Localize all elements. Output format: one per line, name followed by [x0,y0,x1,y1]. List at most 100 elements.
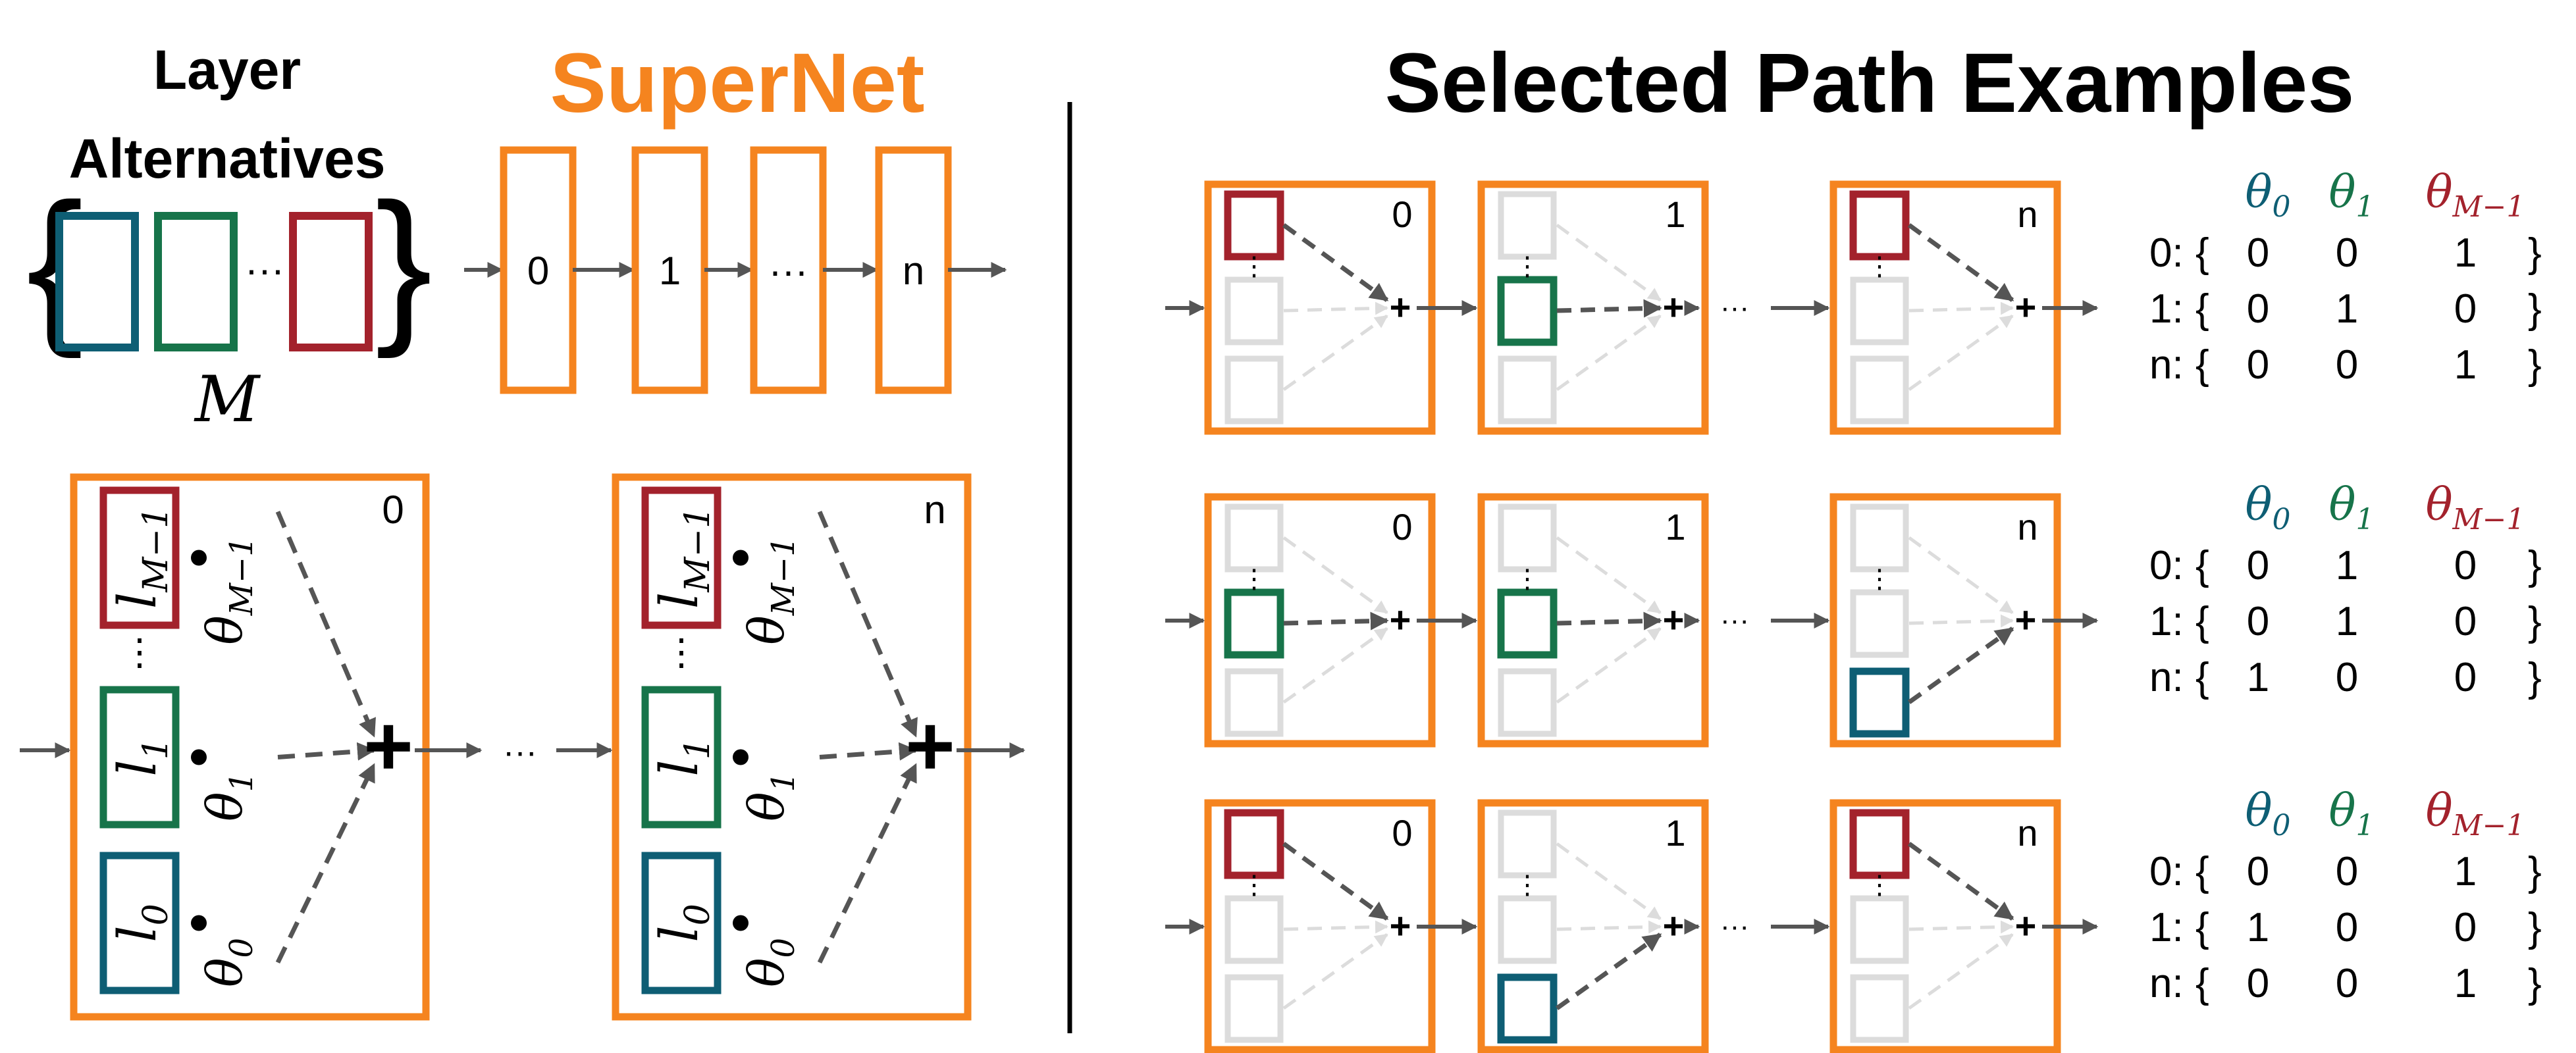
theta-value: 0 [2454,905,2477,950]
faded-path-arrow [1556,314,1662,392]
faded-path-arrow [1908,933,2014,1010]
layer-output-dot [191,550,207,566]
theta-value: 0 [2454,599,2477,644]
layer-label: l1 [648,738,718,777]
layer-alternatives-title-line1: Layer [153,39,301,101]
layer-box [641,852,722,994]
theta-value: 0 [2247,230,2269,276]
layer-box [641,486,722,629]
example-vdots: ⋮ [1514,565,1540,594]
faded-path-arrow [1282,933,1388,1010]
layer-label: l0 [648,904,718,942]
theta-value: 1 [2454,230,2477,276]
detail-block-index: 0 [382,488,404,532]
theta-label: θ0 [739,938,802,987]
example-plus: + [2015,905,2037,946]
theta-value: 1 [2336,599,2358,644]
example-block-label: 0 [1392,506,1412,548]
example-block-label: n [2017,193,2037,235]
faded-layer-box [1850,895,1909,964]
theta-header: θ1 [2329,479,2375,536]
path-row-label: 1: [2149,905,2184,950]
theta-header: θM−1 [2426,785,2525,842]
faded-layer-box [1850,276,1909,346]
example-plus: + [1663,286,1685,328]
alt-layer-teal [55,212,139,351]
example-block-label: n [2017,812,2037,854]
faded-path-arrow [1282,536,1388,615]
dashed-path-arrow [275,763,377,964]
faded-layer-box [1224,974,1284,1043]
faded-layer-box [1850,503,1909,573]
path-row-label: 0: [2149,543,2184,588]
theta-value: 1 [2454,849,2477,894]
faded-path-arrow [1556,842,1662,921]
supernet-block-label: 1 [659,249,681,293]
path-row-label: n: [2149,655,2184,700]
dashed-path-arrow [817,763,918,964]
path-row-brace-close: } [2528,230,2542,276]
faded-layer-box [1498,895,1557,964]
path-row-brace-open: { [2195,342,2209,388]
theta-value: 1 [2336,286,2358,332]
selected-layer-box [1497,276,1558,346]
theta-value: 1 [2247,655,2269,700]
example-block: n⋮+ [1829,799,2099,1053]
layer-label: l1 [107,738,176,777]
supernet-detail-blocks: 0lM−1θM−1l1θ1l0θ0⋮+nlM−1θM−1l1θ1l0θ0⋮+··… [20,473,1026,1021]
example-ellipsis: ··· [1720,292,1749,324]
path-row-brace-open: { [2195,905,2209,950]
example-block-frame [1477,493,1709,748]
selected-layer-box [1224,809,1284,879]
faded-layer-box [1498,191,1557,260]
example-block-label: 0 [1392,193,1412,235]
supernet-block-label: ··· [769,249,808,293]
example-ellipsis: ··· [1720,910,1749,942]
example-block-label: 0 [1392,812,1412,854]
theta-label: θ1 [197,772,260,821]
faded-path-arrow [1908,301,2014,315]
detail-block-index: n [924,488,945,532]
selected-path-arrow [1283,611,1389,630]
set-symbol-m: M [194,363,261,436]
example-plus: + [2015,599,2037,640]
faded-path-arrow [1282,627,1388,704]
example-vdots: ⋮ [1241,565,1267,594]
path-row-brace-close: } [2528,905,2542,950]
layer-output-dot [733,915,749,931]
path-row-brace-close: } [2528,286,2542,332]
example-plus: + [1663,905,1685,946]
path-row-label: 1: [2149,286,2184,332]
example-vdots: ⋮ [1866,252,1893,281]
faded-path-arrow [1908,920,2014,934]
faded-path-arrow [1908,614,2014,628]
example-block: 1⋮+··· [1477,180,1830,435]
theta-label: θM−1 [739,536,802,644]
example-block-label: 1 [1665,812,1685,854]
selected-layer-box [1224,190,1284,261]
faded-layer-box [1850,589,1909,658]
faded-path-arrow [1556,920,1662,934]
example-block: 0⋮+ [1204,799,1478,1053]
example-block-label: n [2017,506,2037,548]
set-brace-open: { [26,168,84,360]
theta-label: θ1 [739,772,802,821]
path-row-brace-open: { [2195,286,2209,332]
dashed-path-arrow [817,511,918,738]
layer-box [641,686,722,829]
faded-path-arrow [1283,920,1388,934]
layer-vdots: ⋮ [121,631,158,673]
example-plus: + [2015,286,2037,328]
theta-value: 0 [2454,543,2477,588]
theta-value: 0 [2336,961,2358,1006]
theta-value: 0 [2336,342,2358,388]
theta-value: 1 [2454,342,2477,388]
selected-path-arrow [1555,933,1662,1010]
alt-layer-red [289,212,373,351]
sum-plus: + [905,698,955,794]
faded-layer-box [1498,809,1557,879]
example-ellipsis: ··· [1720,604,1749,636]
